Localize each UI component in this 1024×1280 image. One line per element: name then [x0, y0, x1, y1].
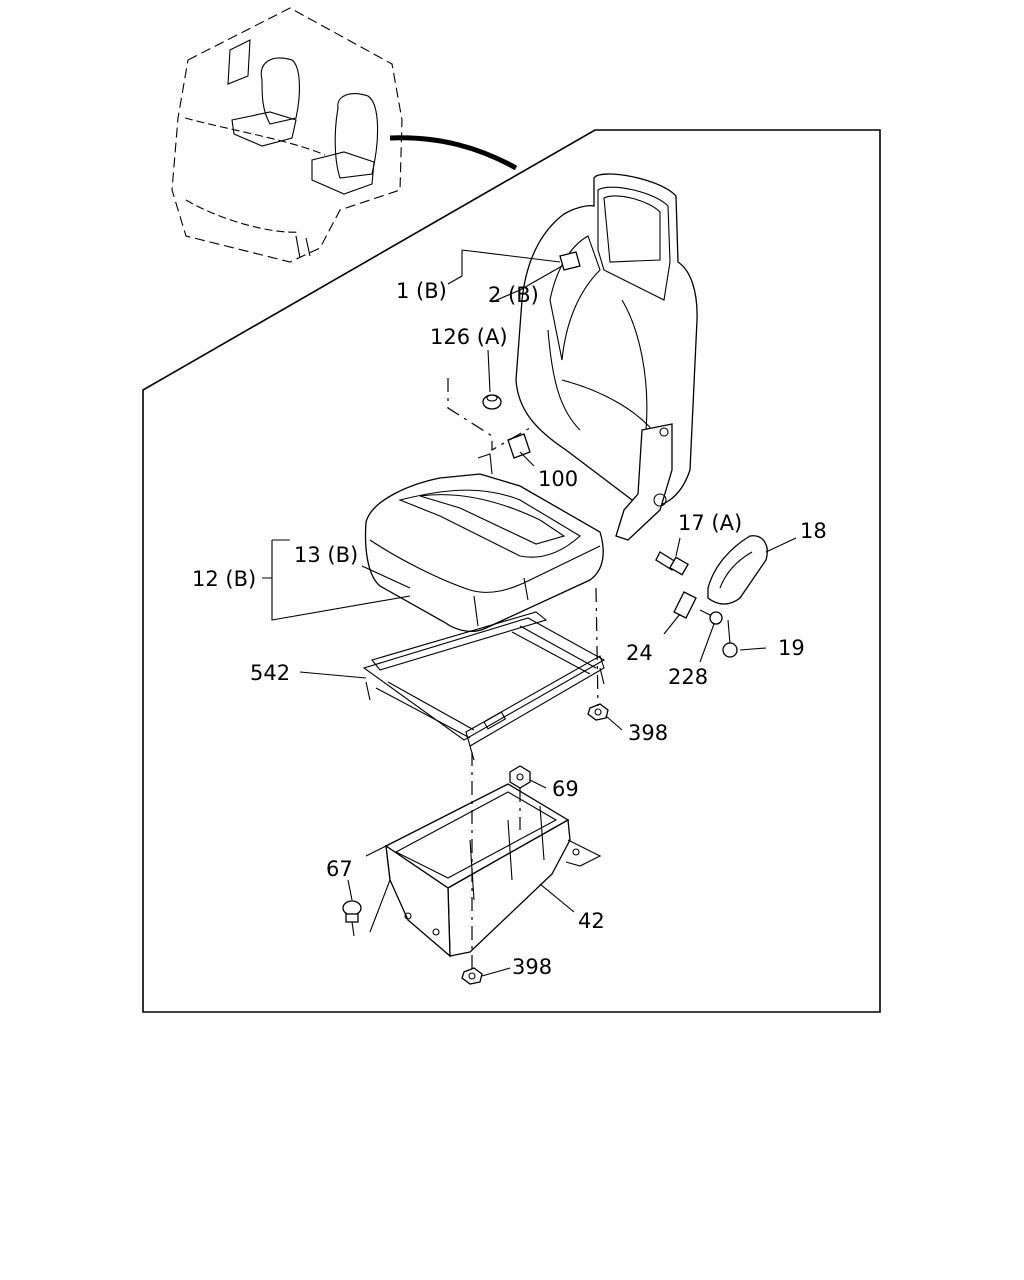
callout-18: 18 — [800, 519, 827, 543]
callout-228: 228 — [668, 665, 708, 689]
callout-398-upper: 398 — [628, 721, 668, 745]
seat-cushion — [364, 453, 604, 633]
callout-17a: 17 (A) — [678, 511, 742, 535]
callout-12b: 12 (B) — [192, 567, 256, 591]
nut-69 — [509, 765, 531, 789]
bushing-126a — [482, 394, 502, 410]
belt-buckle-2b — [559, 251, 581, 271]
screw-228 — [699, 609, 723, 625]
seat-base-frame-42 — [365, 783, 602, 958]
callout-13b: 13 (B) — [294, 543, 358, 567]
callout-42: 42 — [578, 909, 605, 933]
callout-542: 542 — [250, 661, 290, 685]
seat-rails-542 — [362, 611, 606, 761]
callout-1b: 1 (B) — [396, 279, 447, 303]
cab-locator-thumbnail — [171, 7, 518, 263]
diagram-frame — [142, 129, 881, 1013]
callout-100: 100 — [538, 467, 578, 491]
screw-19 — [722, 619, 738, 658]
leader-lines — [262, 249, 797, 977]
recline-lever-cover-18 — [707, 535, 768, 605]
callout-24: 24 — [626, 641, 653, 665]
callout-19: 19 — [778, 636, 805, 660]
callout-126a: 126 (A) — [430, 325, 508, 349]
assembly-centerlines — [447, 378, 599, 970]
callout-398-lower: 398 — [512, 955, 552, 979]
bolt-17a — [655, 551, 689, 576]
nut-398-lower — [461, 967, 483, 985]
nut-398-upper — [587, 703, 609, 721]
plate-100 — [507, 433, 531, 459]
lever-knob-24 — [673, 591, 697, 619]
callout-67: 67 — [326, 857, 353, 881]
callout-69: 69 — [552, 777, 579, 801]
bolt-67 — [342, 900, 362, 937]
callout-2b: 2 (B) — [488, 283, 539, 307]
callout-labels: 1 (B) 2 (B) 126 (A) 100 17 (A) 18 13 (B)… — [192, 279, 827, 979]
